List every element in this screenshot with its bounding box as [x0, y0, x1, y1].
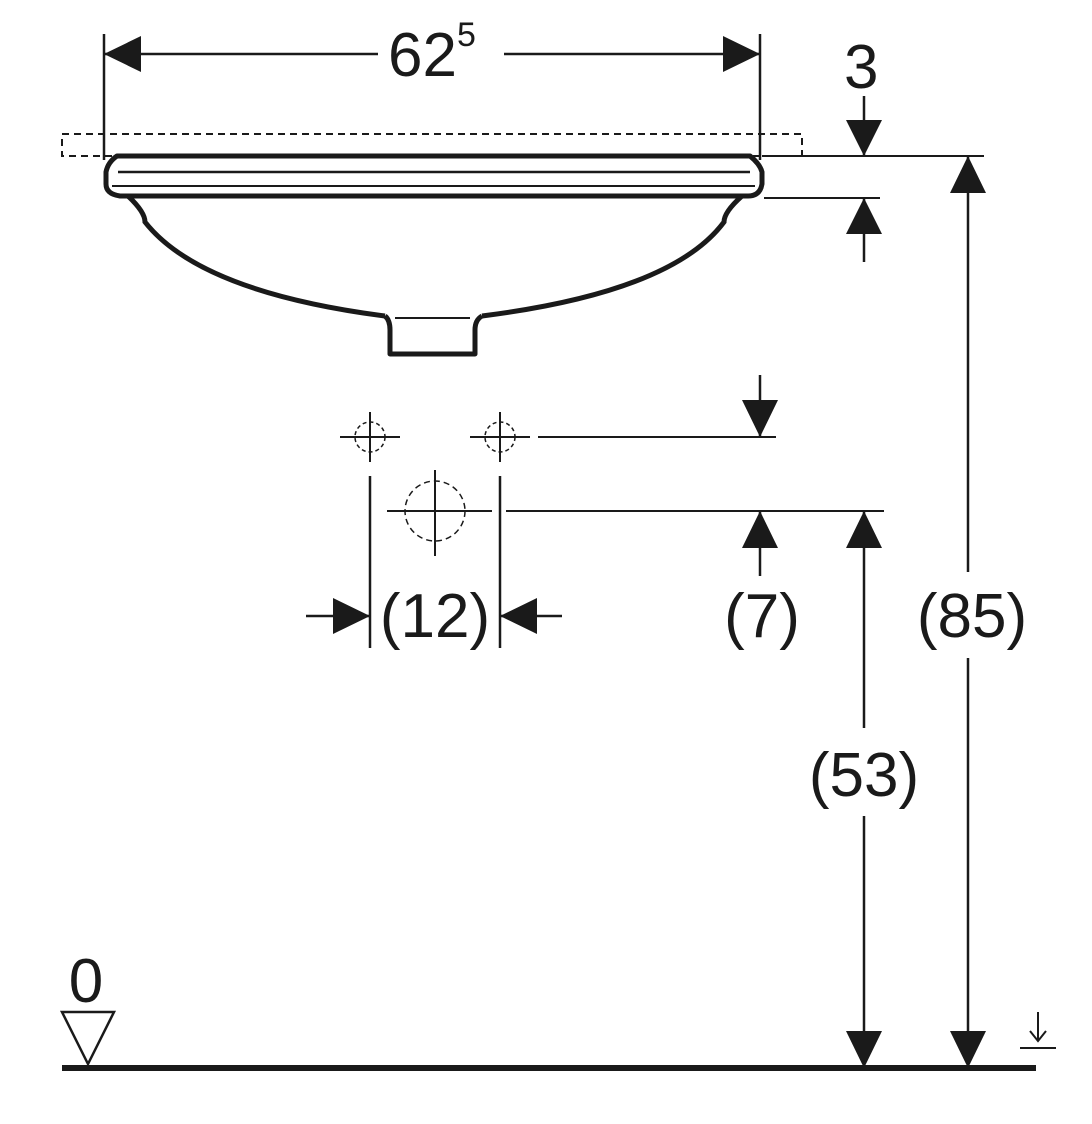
countertop-dashed-outline	[61, 133, 803, 157]
height85-arrowhead-down	[950, 1031, 986, 1068]
outlet-offset-label: (7)	[724, 582, 800, 651]
outlet-height-dimension: (53)	[809, 511, 919, 1068]
floor-level-triangle-icon	[59, 1010, 117, 1067]
basin-outline	[61, 133, 803, 357]
height53-arrowhead-up	[846, 511, 882, 548]
basin-bowl	[126, 194, 744, 319]
total-height-label: (85)	[917, 582, 1027, 651]
tap-hole-right	[470, 412, 530, 462]
offset-arrowhead-down	[742, 400, 778, 437]
basin-drain-neck	[383, 313, 484, 357]
rim-offset-label: 3	[844, 33, 878, 102]
width-dimension: 625	[102, 16, 762, 160]
outlet-spacing-label: (12)	[380, 582, 490, 651]
height53-arrowhead-down	[846, 1031, 882, 1068]
floor-arrow-icon	[1020, 1012, 1056, 1049]
floor-level-label: 0	[69, 947, 103, 1016]
width-label-main: 62	[388, 21, 457, 90]
tap-hole-left	[340, 412, 400, 462]
width-label: 625	[388, 16, 476, 90]
floor-level: 0	[59, 947, 1056, 1071]
width-arrowhead-right	[723, 36, 760, 72]
outlet-height-label: (53)	[809, 741, 919, 810]
spacing-arrowhead-right	[500, 598, 537, 634]
outlet-offset-dimension: (7)	[506, 375, 884, 651]
offset-arrowhead-up	[742, 511, 778, 548]
rim-offset-dimension: 3	[762, 33, 984, 262]
rim-offset-arrowhead-down	[846, 120, 882, 156]
width-label-sup: 5	[457, 16, 476, 54]
rim-offset-arrowhead-up	[846, 198, 882, 234]
total-height-dimension: (85)	[917, 156, 1027, 1068]
basin-rim	[103, 153, 765, 199]
height85-arrowhead-up	[950, 156, 986, 193]
width-arrowhead-left	[104, 36, 141, 72]
drain-outlet-marker	[387, 470, 492, 556]
spacing-arrowhead-left	[333, 598, 370, 634]
outlet-spacing-dimension: (12)	[306, 476, 562, 651]
